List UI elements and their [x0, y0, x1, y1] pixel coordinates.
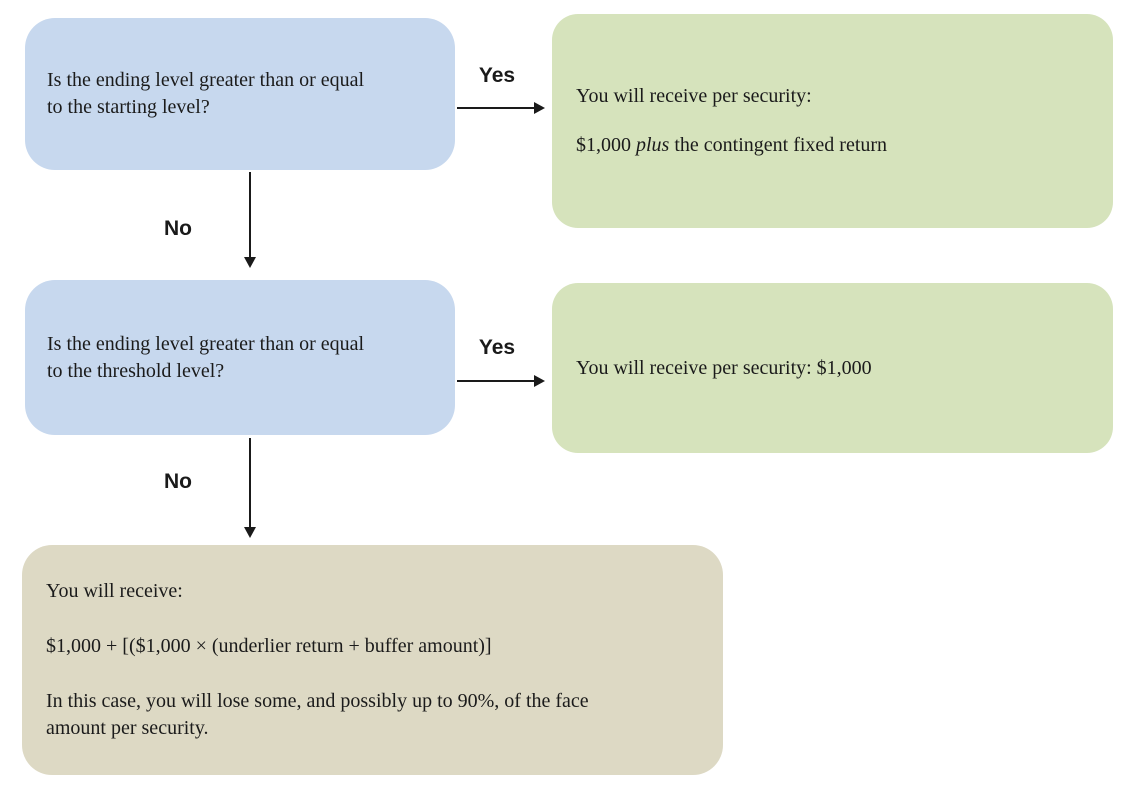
yes-label-1: Yes [478, 64, 516, 87]
no-label-1: No [164, 217, 192, 240]
outcome-1-rest: the contingent fixed return [669, 134, 888, 156]
outcome-1-plus-italic: plus [636, 134, 670, 156]
yes-arrow-2 [457, 375, 545, 387]
outcome-box-loss: You will receive: $1,000 + [($1,000 × (u… [22, 545, 723, 775]
no-arrow-1 [244, 172, 256, 268]
yes-label-2: Yes [478, 336, 516, 359]
outcome-2-text: You will receive per security: $1,000 [576, 356, 872, 379]
decision-box-threshold-level: Is the ending level greater than or equa… [25, 280, 455, 435]
no-label-2: No [164, 470, 192, 493]
outcome-box-face-amount: You will receive per security: $1,000 [552, 283, 1113, 453]
no-arrow-2 [244, 438, 256, 538]
decision-1-text: Is the ending level greater than or equa… [47, 69, 365, 118]
outcome-3-formula: $1,000 + [($1,000 × (underlier return + … [46, 635, 492, 657]
outcome-1-amount: $1,000 [576, 134, 636, 156]
outcome-3-line-1: You will receive: [46, 580, 183, 602]
outcome-1-line-2: $1,000 plus the contingent fixed return [576, 132, 1093, 159]
yes-arrow-1 [457, 102, 545, 114]
decision-2-text: Is the ending level greater than or equa… [47, 332, 365, 382]
outcome-box-contingent-return: You will receive per security: $1,000 pl… [552, 14, 1113, 228]
outcome-1-line-1: You will receive per security: [576, 85, 812, 107]
outcome-3-loss-note: In this case, you will lose some, and po… [46, 690, 589, 739]
decision-box-starting-level: Is the ending level greater than or equa… [25, 18, 455, 170]
